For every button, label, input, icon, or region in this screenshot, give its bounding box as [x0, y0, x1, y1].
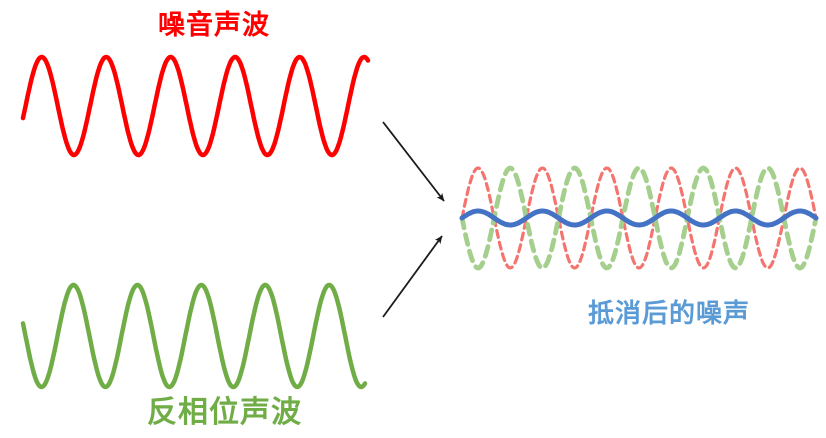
noise-sound-wave	[20, 54, 371, 158]
cancelled-residual-wave	[459, 208, 819, 228]
overlay-noise-wave-dashed	[460, 166, 818, 270]
label-cancelled-noise: 抵消后的噪声	[588, 299, 751, 329]
arrow-antiphase-to-overlay	[382, 235, 443, 318]
antiphase-sound-wave	[20, 282, 368, 390]
label-antiphase-sound-wave: 反相位声波	[147, 395, 302, 430]
label-noise-sound-wave: 噪音声波	[158, 10, 270, 41]
arrow-noise-to-overlay	[382, 121, 445, 202]
overlay-antiphase-wave-dashed	[459, 165, 819, 271]
